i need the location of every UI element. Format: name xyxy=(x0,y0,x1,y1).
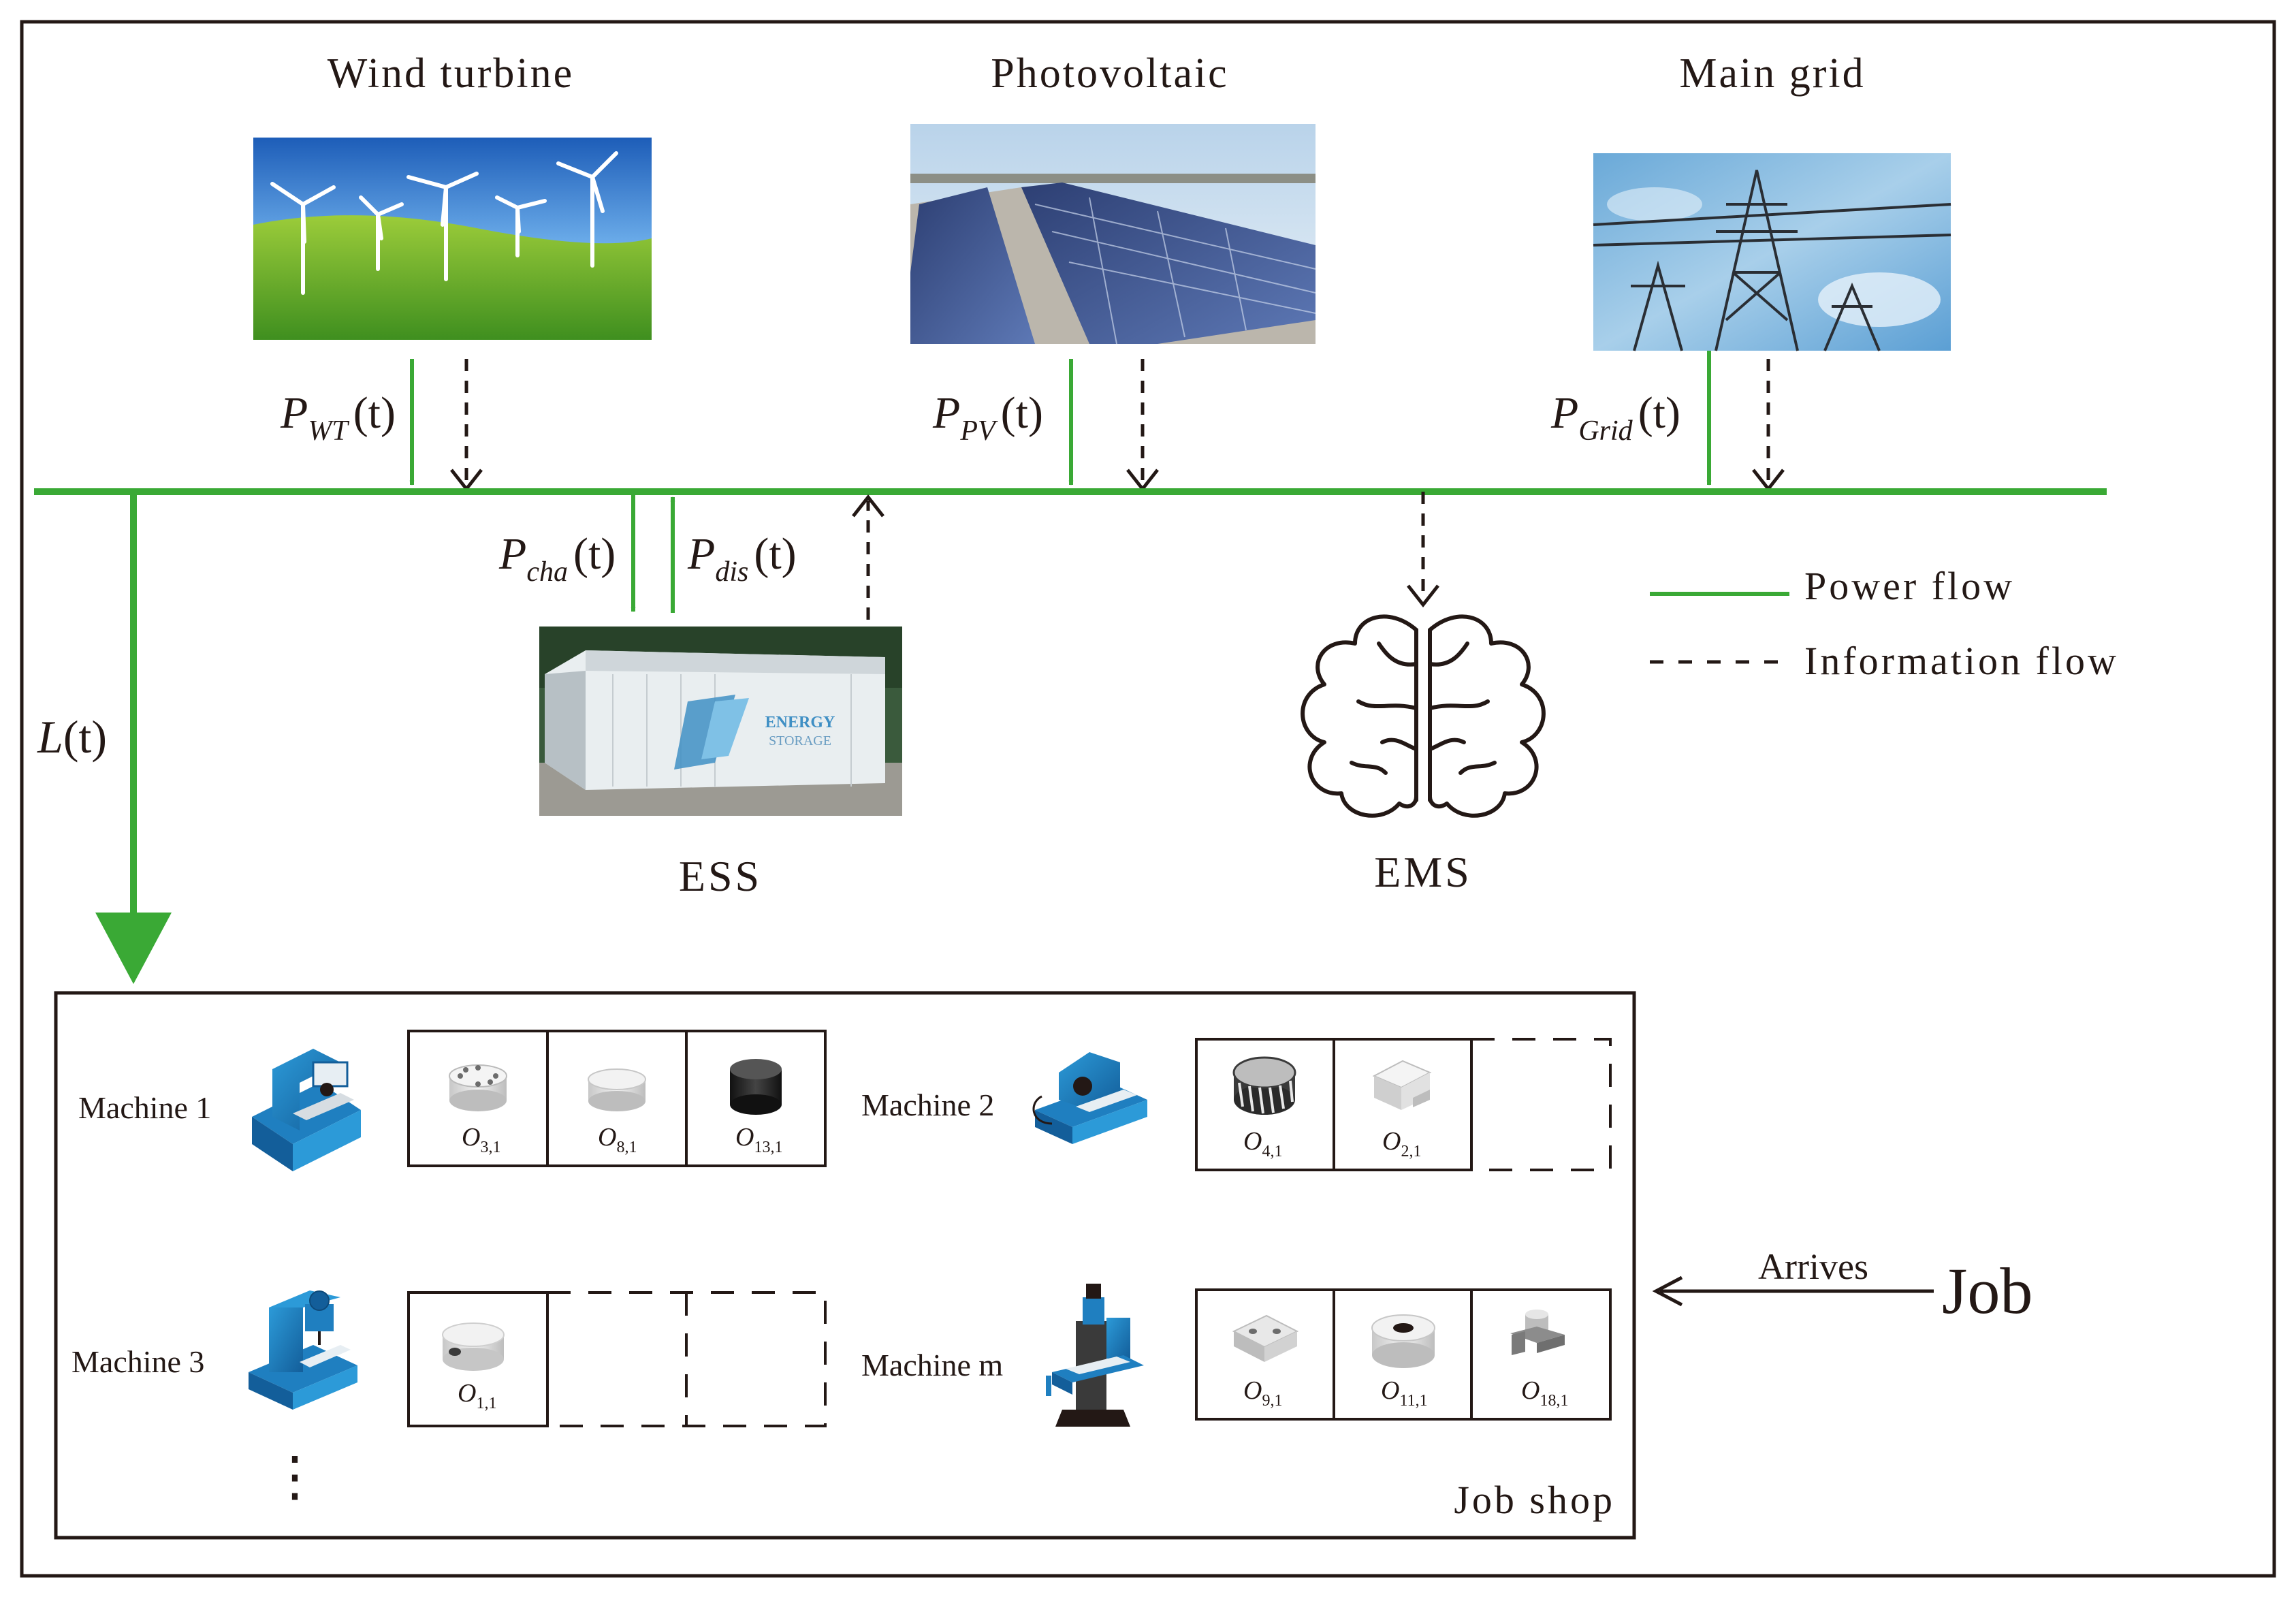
part-flange-disk-icon xyxy=(449,1064,507,1111)
part-holed-block-icon xyxy=(1232,1314,1299,1362)
machine-2-label: Machine 2 xyxy=(861,1088,994,1122)
legend-info-label: Information flow xyxy=(1804,639,2119,683)
machine-row-3: Machine 3 O1,1 ⋮ xyxy=(71,1290,827,1507)
ess-sign-storage: STORAGE xyxy=(769,733,831,748)
part-plain-disk-icon xyxy=(588,1068,646,1111)
machine-row-m: Machine m O9,1 xyxy=(861,1284,1612,1427)
machine-3-queue xyxy=(407,1291,549,1427)
op-3-1: O3,1 xyxy=(462,1123,500,1156)
op-2-1: O2,1 xyxy=(1382,1127,1421,1160)
transmission-tower-photo xyxy=(1593,153,1951,351)
arrives-label: Arrives xyxy=(1758,1246,1868,1287)
energy-storage-photo: ENERGY STORAGE xyxy=(539,627,902,816)
p-grid-label: PGrid(t) xyxy=(1550,388,1680,447)
photovoltaic-title: Photovoltaic xyxy=(991,50,1228,97)
photovoltaic-block: Photovoltaic PPV(t) xyxy=(910,50,1316,492)
load-flow: L(t) xyxy=(37,492,172,984)
op-13-1: O13,1 xyxy=(735,1123,782,1156)
brain-icon xyxy=(1301,614,1546,818)
wind-turbine-block: Wind turbine PWT(t) xyxy=(253,50,652,492)
op-9-1: O9,1 xyxy=(1243,1376,1282,1410)
job-shop-frame xyxy=(54,991,1636,1540)
part-stepped-block-icon xyxy=(1372,1060,1432,1110)
ems-block: EMS xyxy=(1301,492,1546,896)
machine-m-label: Machine m xyxy=(861,1348,1003,1382)
machine-row-2: Machine 2 O4,1 xyxy=(861,1038,1612,1171)
job-arrival: Arrives Job xyxy=(1652,1246,2032,1327)
solar-farm-photo xyxy=(910,124,1316,345)
outer-frame xyxy=(20,20,2276,1578)
ems-label: EMS xyxy=(1374,848,1472,896)
wind-turbine-title: Wind turbine xyxy=(328,50,574,97)
p-pv-label: PPV(t) xyxy=(932,388,1043,447)
machine-3-label: Machine 3 xyxy=(71,1344,204,1379)
op-8-1: O8,1 xyxy=(598,1123,637,1156)
job-label: Job xyxy=(1942,1254,2032,1327)
job-shop-label: Job shop xyxy=(1454,1478,1615,1522)
op-11-1: O11,1 xyxy=(1381,1376,1428,1410)
machine-1-label: Machine 1 xyxy=(78,1090,211,1125)
op-18-1: O18,1 xyxy=(1521,1376,1568,1410)
legend: Power flow Information flow xyxy=(1650,564,2119,683)
ess-label: ESS xyxy=(679,852,762,900)
main-grid-title: Main grid xyxy=(1679,50,1865,97)
p-cha-label: Pcha(t) xyxy=(498,529,616,588)
main-grid-block: Main grid PGrid(t) xyxy=(1550,50,1951,492)
legend-power-label: Power flow xyxy=(1804,564,2015,608)
part-bracket-icon xyxy=(1510,1310,1565,1355)
ess-sign-energy: ENERGY xyxy=(765,714,835,731)
load-label: L(t) xyxy=(37,711,107,763)
machine-row-1: Machine 1 O3,1 xyxy=(78,1030,827,1171)
job-shop: Job shop Machine 1 O3,1 xyxy=(54,991,1636,1540)
p-wt-label: PWT(t) xyxy=(280,388,396,447)
p-dis-label: Pdis(t) xyxy=(687,529,797,588)
milling-machine-icon xyxy=(252,1049,361,1171)
lathe-icon xyxy=(1032,1052,1147,1144)
part-gear-icon xyxy=(1232,1056,1296,1115)
wind-farm-photo xyxy=(253,138,652,340)
op-4-1: O4,1 xyxy=(1243,1127,1282,1160)
ess-block: Pcha(t) Pdis(t) ENERGY STORAGE ESS xyxy=(498,494,902,900)
op-1-1: O1,1 xyxy=(458,1379,496,1412)
more-machines-ellipsis: ⋮ xyxy=(268,1447,322,1507)
machine-1-queue xyxy=(407,1030,827,1167)
part-slotted-disk-icon xyxy=(442,1322,505,1371)
part-dark-cylinder-icon xyxy=(730,1059,782,1115)
part-ring-icon xyxy=(1371,1314,1435,1368)
machine-2-empty-slot xyxy=(1471,1038,1612,1171)
drill-press-icon xyxy=(249,1290,357,1410)
vertical-mill-icon xyxy=(1046,1284,1144,1427)
